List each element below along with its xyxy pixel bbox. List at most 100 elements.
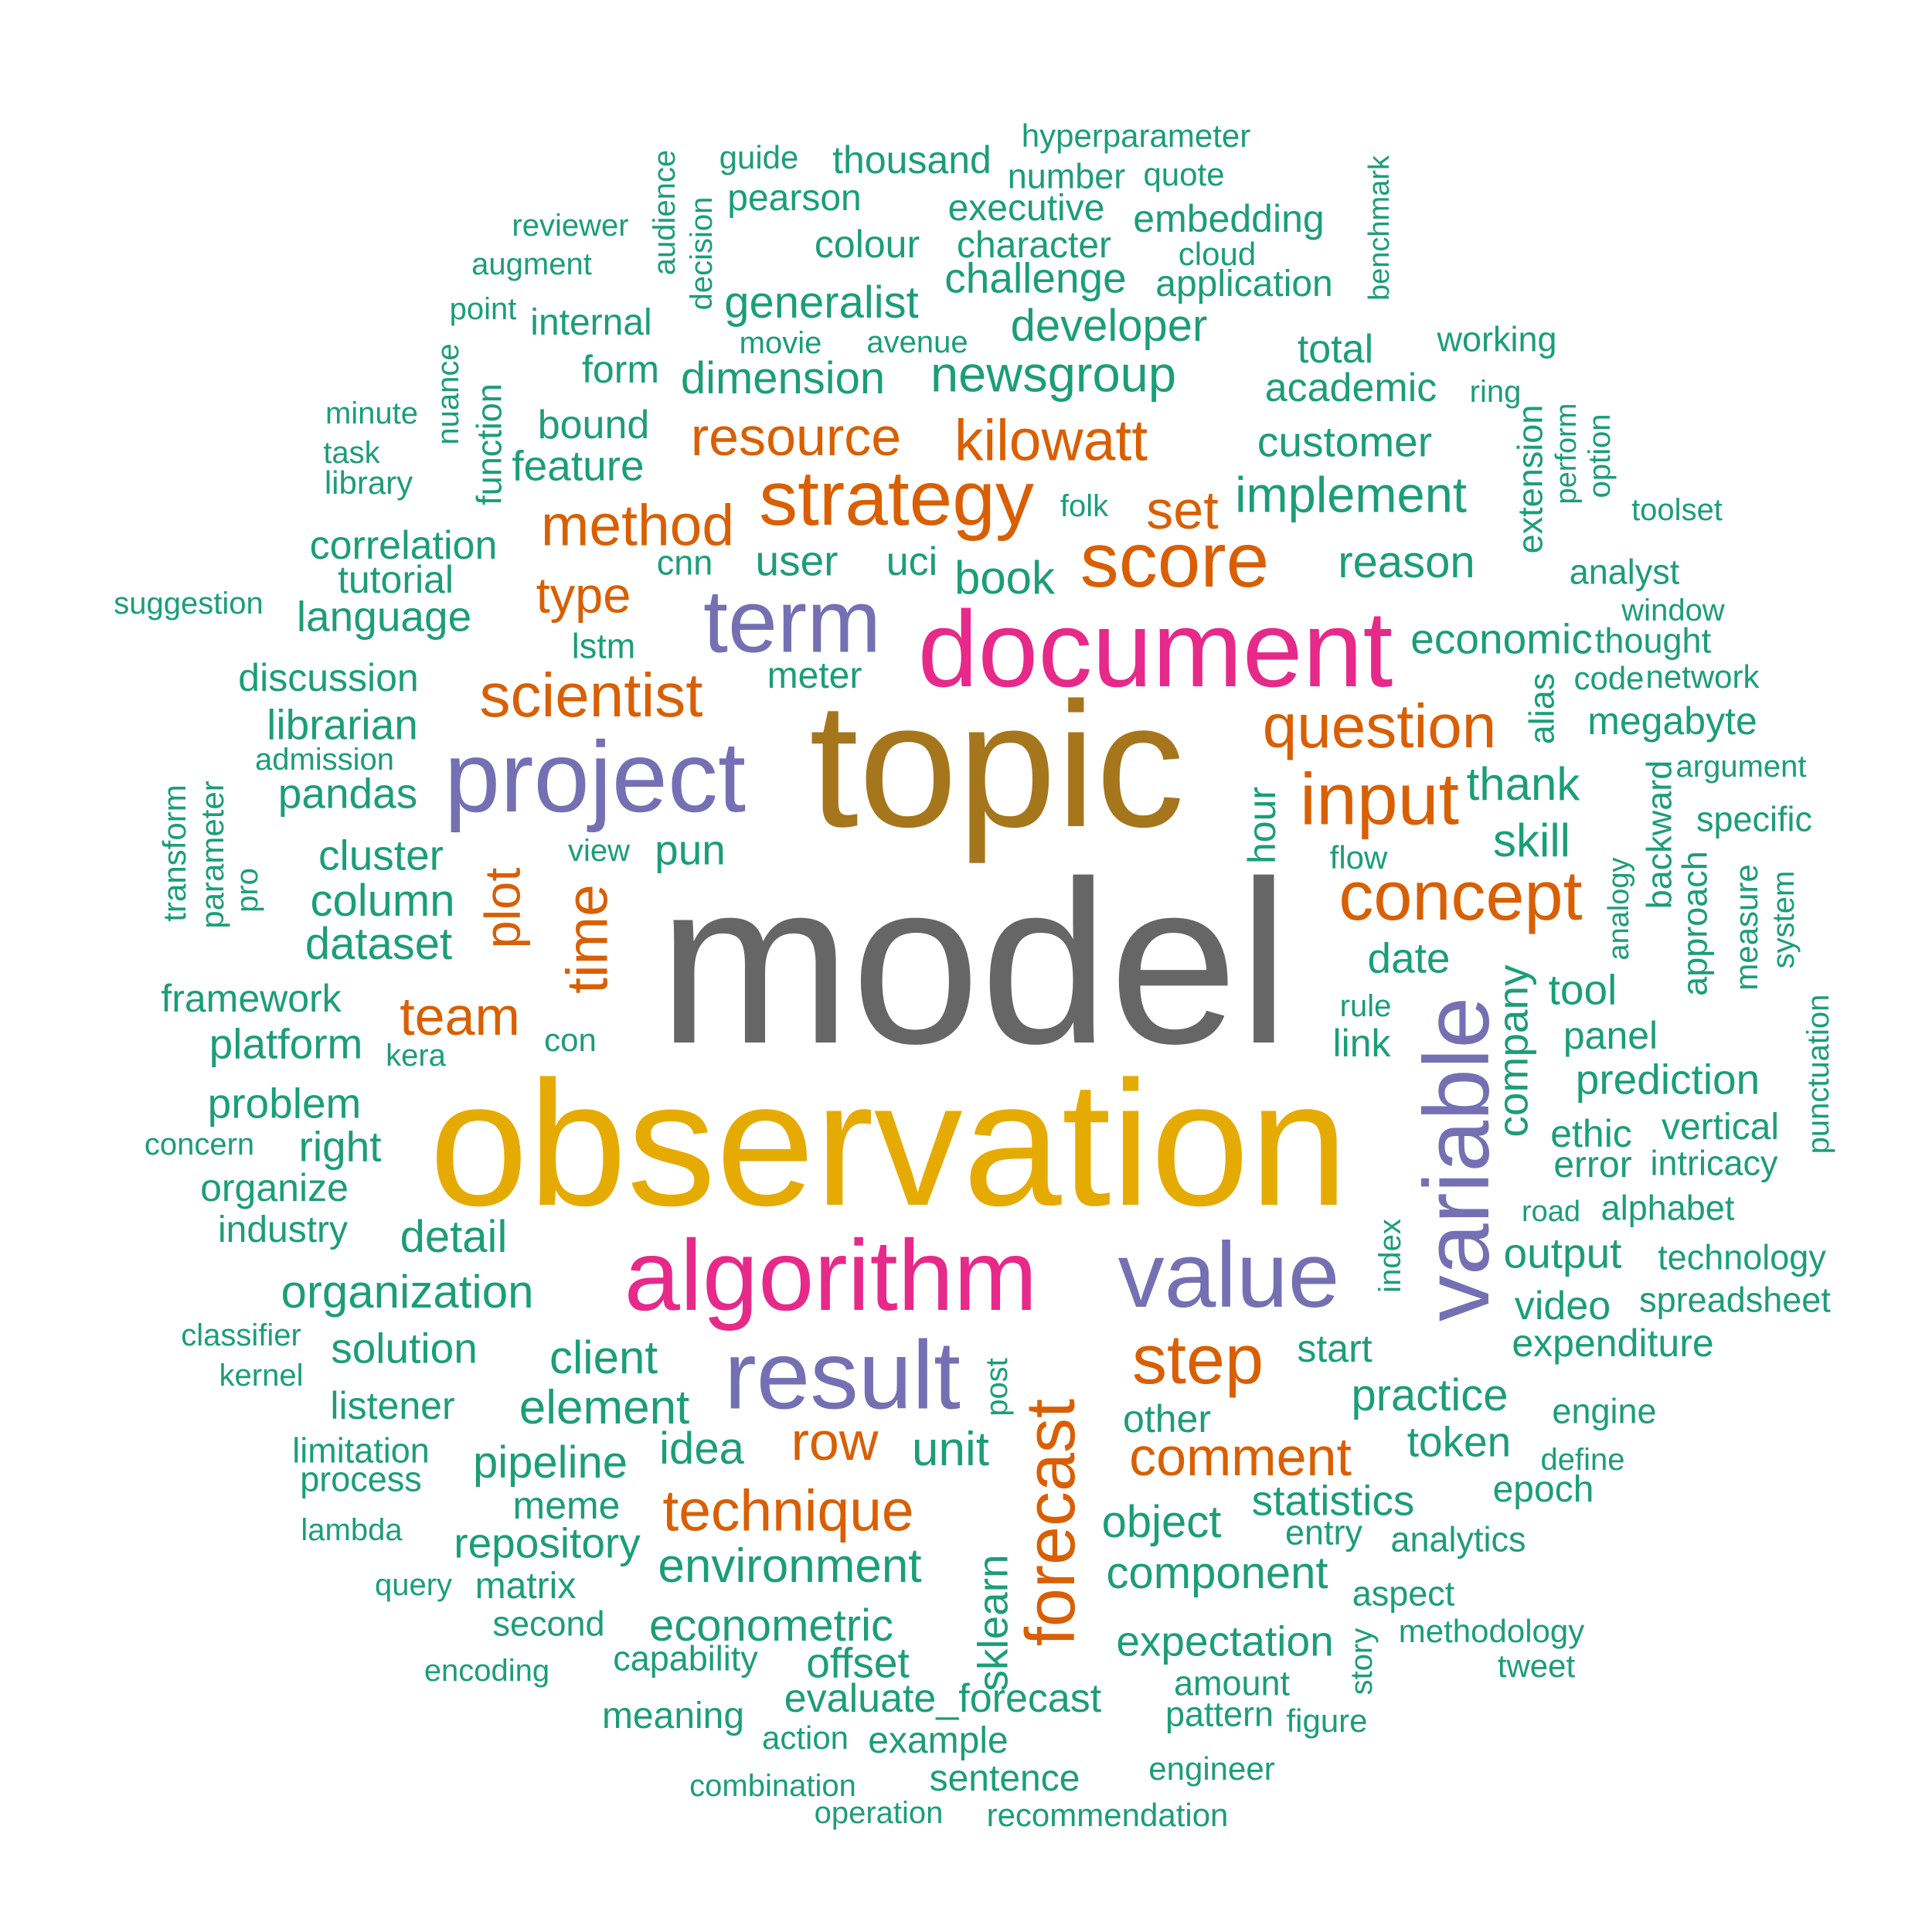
word-spreadsheet: spreadsheet <box>1639 1280 1831 1320</box>
word-post: post <box>980 1358 1014 1417</box>
word-economic: economic <box>1410 614 1593 663</box>
word-alias: alias <box>1522 672 1562 745</box>
word-suggestion: suggestion <box>114 587 264 621</box>
word-perform: perform <box>1550 403 1583 505</box>
word-process: process <box>300 1459 422 1499</box>
word-cnn: cnn <box>656 543 713 583</box>
word-hyperparameter: hyperparameter <box>1021 117 1251 154</box>
word-pandas: pandas <box>277 769 418 818</box>
word-resource: resource <box>690 406 902 467</box>
word-plot: plot <box>474 867 531 949</box>
word-framework: framework <box>161 977 342 1020</box>
word-generalist: generalist <box>724 277 919 328</box>
word-network: network <box>1645 658 1760 695</box>
word-result: result <box>724 1321 961 1430</box>
word-technology: technology <box>1658 1237 1826 1277</box>
word-punctuation: punctuation <box>1801 994 1835 1155</box>
word-element: element <box>519 1381 690 1434</box>
word-time: time <box>554 884 620 994</box>
word-executive: executive <box>947 188 1105 229</box>
word-rule: rule <box>1339 989 1392 1023</box>
word-forecast: forecast <box>1012 1398 1090 1647</box>
word-task: task <box>323 436 380 470</box>
word-expectation: expectation <box>1116 1617 1334 1665</box>
word-dataset: dataset <box>304 919 453 969</box>
word-pun: pun <box>655 825 726 874</box>
word-measure: measure <box>1728 864 1764 991</box>
word-con: con <box>544 1022 597 1058</box>
word-detail: detail <box>400 1212 508 1262</box>
word-working: working <box>1437 319 1557 359</box>
word-row: row <box>791 1411 879 1471</box>
word-view: view <box>567 834 631 868</box>
word-extension: extension <box>1510 404 1550 554</box>
word-toolset: toolset <box>1631 493 1723 527</box>
word-concern: concern <box>144 1128 255 1162</box>
word-step: step <box>1131 1321 1264 1399</box>
word-pearson: pearson <box>727 178 862 219</box>
word-nuance: nuance <box>431 343 465 445</box>
word-quote: quote <box>1143 156 1225 192</box>
word-listener: listener <box>330 1384 455 1427</box>
word-pattern: pattern <box>1165 1694 1274 1734</box>
word-model: model <box>658 832 1290 1092</box>
word-decision: decision <box>685 196 719 311</box>
word-internal: internal <box>530 302 652 343</box>
word-set: set <box>1146 480 1219 540</box>
word-parameter: parameter <box>194 781 230 929</box>
word-evaluate-forecast: evaluate_forecast <box>784 1676 1102 1721</box>
word-developer: developer <box>1010 301 1208 351</box>
word-feature: feature <box>512 441 645 490</box>
word-offset: offset <box>806 1638 910 1687</box>
word-question: question <box>1262 692 1497 760</box>
word-input: input <box>1299 758 1460 841</box>
word-discussion: discussion <box>238 656 419 699</box>
word-concept: concept <box>1338 858 1583 935</box>
word-encoding: encoding <box>423 1654 550 1688</box>
word-error: error <box>1553 1145 1632 1185</box>
word-platform: platform <box>209 1019 363 1068</box>
word-lambda: lambda <box>301 1513 403 1547</box>
word-query: query <box>374 1568 453 1602</box>
word-index: index <box>1373 1219 1407 1293</box>
word-methodology: methodology <box>1398 1613 1585 1649</box>
word-strategy: strategy <box>759 455 1034 542</box>
word-lstm: lstm <box>571 626 636 666</box>
word-link: link <box>1332 1022 1391 1065</box>
word-reason: reason <box>1338 537 1475 587</box>
word-backward: backward <box>1639 760 1679 910</box>
word-comment: comment <box>1129 1427 1352 1487</box>
word-company: company <box>1488 964 1537 1138</box>
word-movie: movie <box>739 326 822 360</box>
word-character: character <box>956 225 1112 266</box>
word-function: function <box>469 383 509 505</box>
word-value: value <box>1117 1223 1340 1327</box>
word-guide: guide <box>719 139 799 175</box>
word-minute: minute <box>325 396 419 430</box>
word-user: user <box>755 536 838 585</box>
word-language: language <box>296 592 472 641</box>
word-organize: organize <box>200 1166 349 1209</box>
word-matrix: matrix <box>474 1566 577 1607</box>
word-number: number <box>1007 156 1126 196</box>
word-story: story <box>1345 1628 1379 1696</box>
word-thousand: thousand <box>832 138 992 182</box>
word-academic: academic <box>1264 366 1437 410</box>
word-idea: idea <box>659 1423 744 1474</box>
word-observation: observation <box>429 1044 1349 1243</box>
word-pipeline: pipeline <box>473 1437 628 1488</box>
word-team: team <box>400 986 520 1046</box>
word-intricacy: intricacy <box>1650 1143 1778 1183</box>
word-engineer: engineer <box>1148 1750 1275 1787</box>
word-window: window <box>1621 594 1725 628</box>
word-client: client <box>549 1332 658 1383</box>
word-repository: repository <box>454 1519 641 1567</box>
word-system: system <box>1767 870 1801 969</box>
word-type: type <box>536 566 631 624</box>
word-unit: unit <box>912 1423 989 1476</box>
word-newsgroup: newsgroup <box>930 345 1176 403</box>
word-form: form <box>582 348 659 391</box>
word-specific: specific <box>1696 799 1813 839</box>
word-figure: figure <box>1286 1702 1368 1739</box>
